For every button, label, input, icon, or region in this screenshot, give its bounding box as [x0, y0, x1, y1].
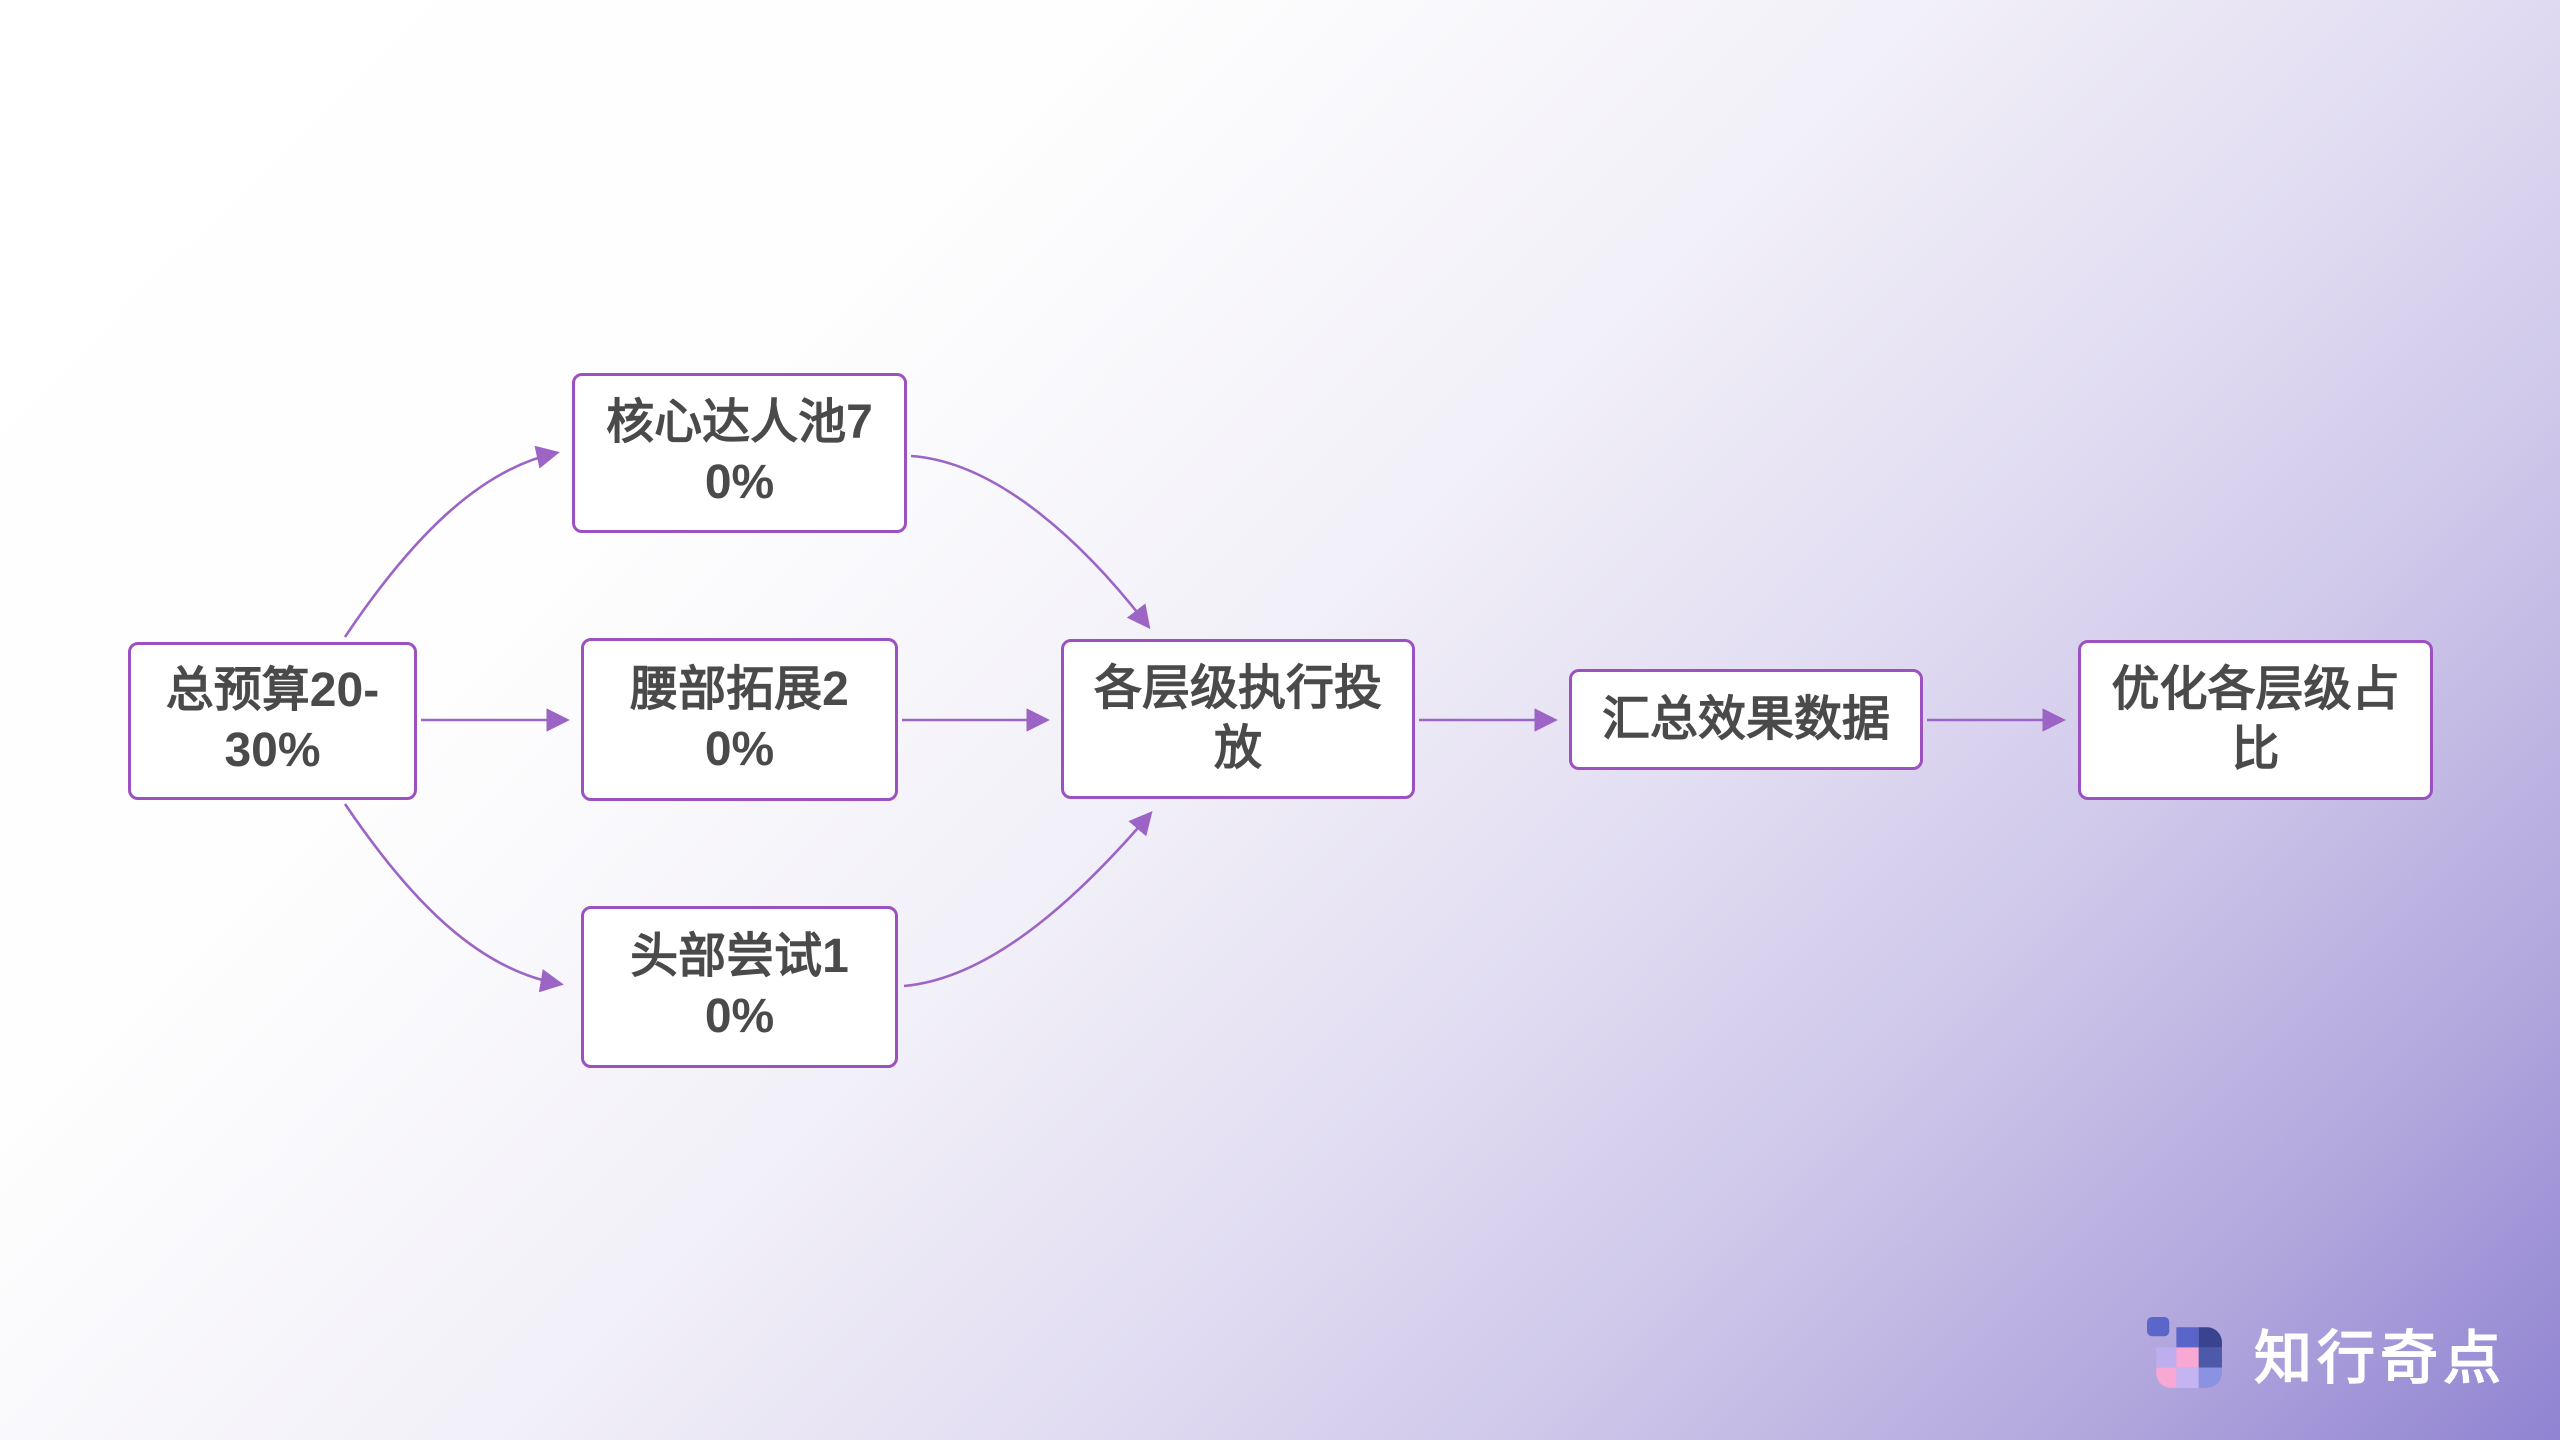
flow-node-summary: 汇总效果数据 — [1569, 669, 1923, 770]
flow-node-waist-expand: 腰部拓展20% — [581, 638, 898, 801]
brand-logo: 知行奇点 — [2146, 1314, 2506, 1392]
flow-node-optimize: 优化各层级占比 — [2078, 640, 2433, 800]
flow-node-optimize-label: 优化各层级占比 — [2111, 663, 2400, 776]
flow-node-budget: 总预算20-30% — [128, 642, 417, 800]
brand-logo-grid-icon — [2146, 1316, 2222, 1388]
brand-logo-text: 知行奇点 — [2253, 1326, 2506, 1391]
flow-node-waist-expand-label: 腰部拓展20% — [630, 662, 849, 776]
flow-node-execute-label: 各层级执行投放 — [1093, 662, 1382, 775]
flow-node-core-pool: 核心达人池70% — [572, 373, 907, 533]
flow-node-budget-label: 总预算20-30% — [165, 664, 380, 777]
flow-node-head-trial: 头部尝试10% — [581, 906, 898, 1068]
flow-arrow-budget-to-core — [343, 445, 560, 638]
flow-arrow-core-to-execute — [910, 454, 1151, 630]
flow-node-summary-label: 汇总效果数据 — [1601, 692, 1890, 746]
flow-node-core-pool-label: 核心达人池70% — [606, 396, 873, 509]
flow-node-execute: 各层级执行投放 — [1061, 639, 1415, 799]
flow-arrow-budget-to-head — [343, 803, 564, 993]
flow-arrow-head-to-execute — [903, 811, 1153, 988]
flow-node-head-trial-label: 头部尝试10% — [630, 930, 849, 1043]
